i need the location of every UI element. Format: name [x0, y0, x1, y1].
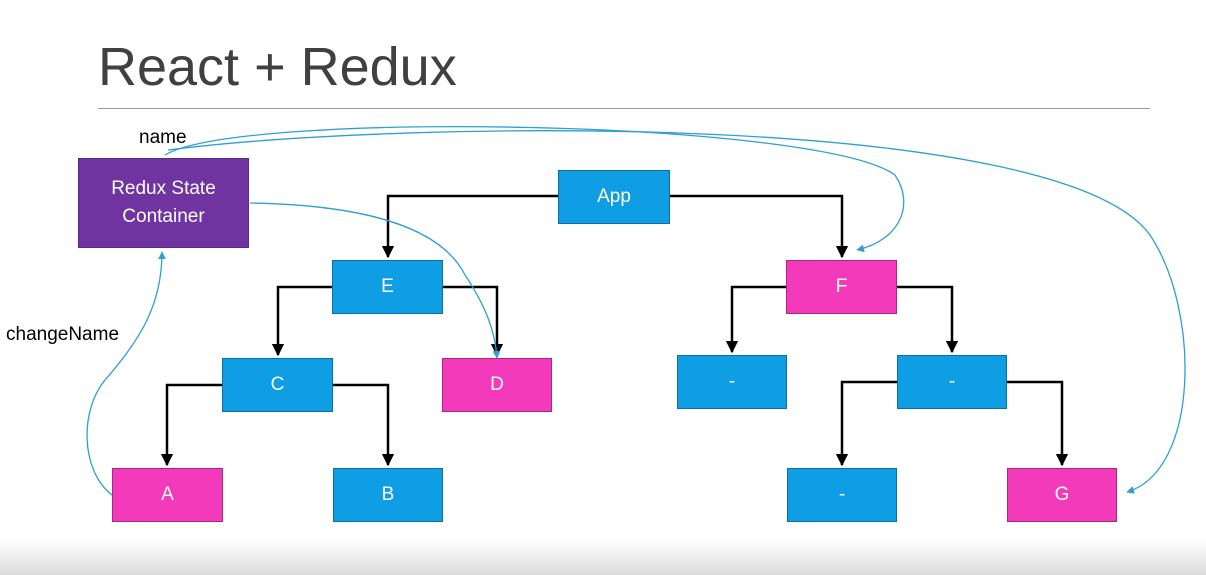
flow-a-to-store [86, 251, 166, 496]
bottom-shade [0, 540, 1206, 575]
node-e: E [332, 260, 443, 314]
name-label: name [139, 127, 187, 148]
slide-title: React + Redux [98, 37, 457, 97]
edge-e-d [443, 285, 504, 357]
redux-state-container: Redux State Container [78, 158, 249, 248]
change-name-label: changeName [6, 324, 120, 345]
node-b: B [333, 468, 443, 522]
node-d: D [442, 358, 552, 412]
edge-c-b [333, 383, 395, 467]
node-f-left: - [677, 355, 787, 409]
flow-store-to-f [164, 126, 905, 253]
edge-e-c [271, 285, 332, 357]
node-g: G [1007, 468, 1117, 522]
node-a: A [112, 468, 223, 522]
edge-app-e [381, 194, 558, 259]
title-rule [98, 108, 1150, 109]
store-label-line2: Container [122, 206, 205, 227]
edge-c-a [160, 383, 222, 467]
node-f: F [786, 260, 897, 314]
flow-store-to-g [167, 130, 1186, 494]
node-fr-left: - [787, 468, 897, 522]
node-c: C [222, 358, 333, 412]
edge-f-right [897, 285, 959, 354]
node-app: App [558, 170, 670, 224]
edge-fr-g [1007, 380, 1069, 467]
store-label-line1: Redux State [111, 177, 216, 199]
flow-store-to-d [249, 202, 501, 359]
edge-app-f [670, 194, 849, 259]
edge-f-left [725, 285, 786, 354]
node-f-right: - [897, 355, 1007, 409]
edge-fr-left [835, 380, 897, 467]
